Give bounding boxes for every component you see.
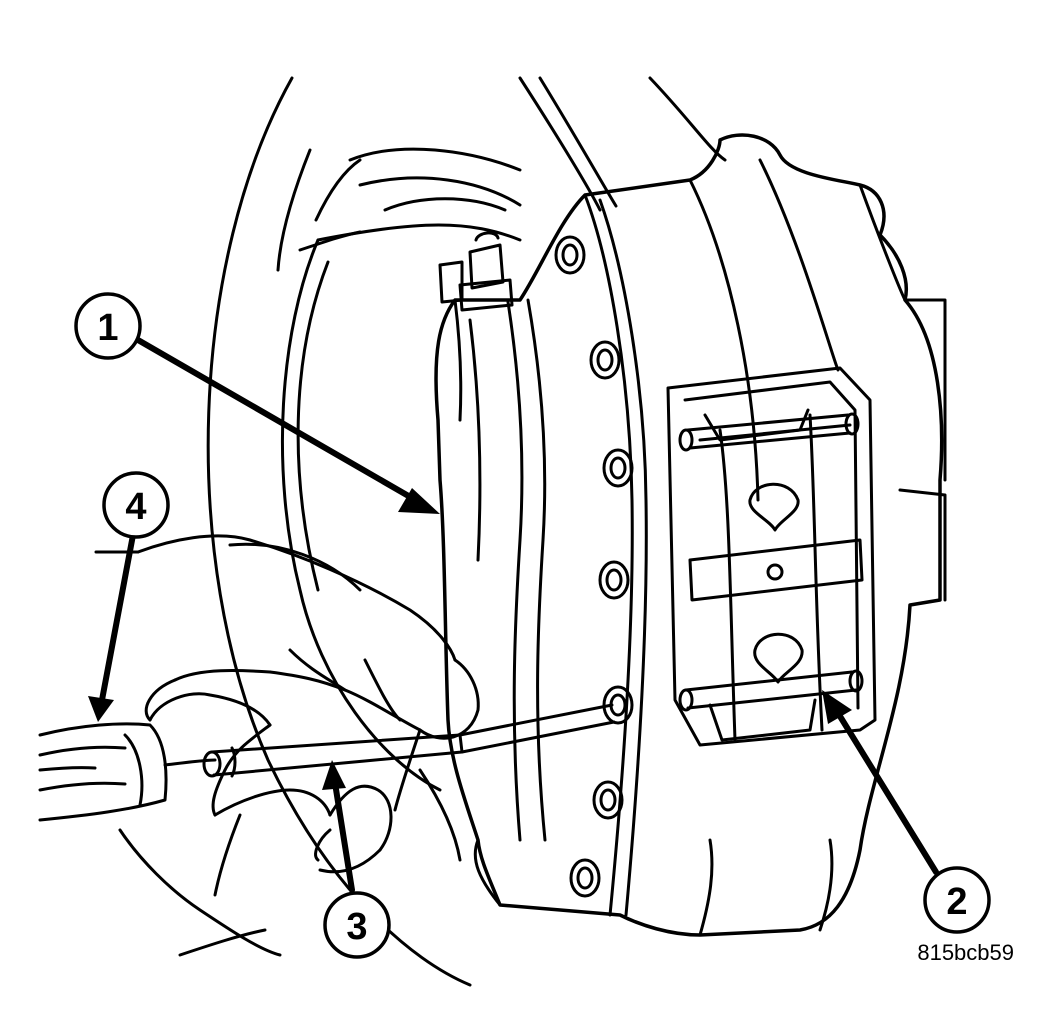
punch-rod <box>458 703 616 754</box>
leader-line-1 <box>135 337 415 501</box>
technician-hand <box>94 534 480 957</box>
callout-4: 4 <box>102 471 170 539</box>
figure-id: 815bcb59 <box>917 940 1014 965</box>
leader-line-4 <box>99 532 136 703</box>
arrowhead-3 <box>322 760 346 790</box>
screwdriver <box>38 722 464 822</box>
arrowhead-1 <box>398 488 440 514</box>
leader-arrowheads <box>88 488 852 790</box>
brake-caliper <box>434 133 947 937</box>
caliper-guide-pins <box>678 412 864 712</box>
leader-line-3 <box>332 780 355 893</box>
callout-number-2: 2 <box>946 881 967 923</box>
arrowhead-4 <box>88 696 114 722</box>
caliper-bolt-holes <box>554 235 634 898</box>
wheel-hub <box>280 147 522 862</box>
leader-line-2 <box>835 710 939 875</box>
callout-3: 3 <box>323 891 391 959</box>
callout-number-4: 4 <box>125 486 146 528</box>
arrowhead-2 <box>822 690 852 724</box>
leader-lines <box>99 337 939 893</box>
brake-rotor <box>206 76 727 987</box>
bleeder-screw <box>438 231 514 312</box>
callout-2: 2 <box>923 866 991 934</box>
callout-number-1: 1 <box>97 307 118 349</box>
callout-1: 1 <box>74 292 142 360</box>
callout-number-3: 3 <box>346 906 367 948</box>
